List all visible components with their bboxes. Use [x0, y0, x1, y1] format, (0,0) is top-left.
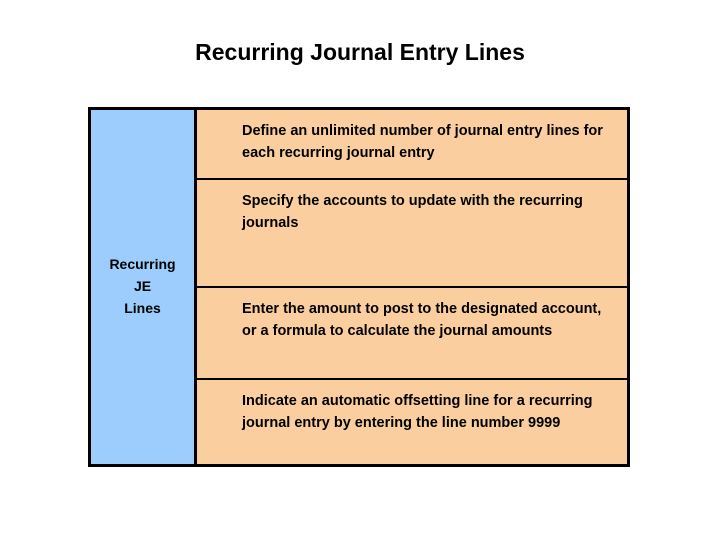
row-text: Enter the amount to post to the designat…: [242, 301, 602, 339]
diagram-label-text: Recurring JE Lines: [109, 253, 175, 321]
table-row: Define an unlimited number of journal en…: [197, 110, 627, 180]
table-row: Specify the accounts to update with the …: [197, 180, 627, 288]
diagram-label-cell: Recurring JE Lines: [91, 110, 197, 464]
row-text: Indicate an automatic offsetting line fo…: [242, 393, 593, 431]
diagram-rows-column: Define an unlimited number of journal en…: [197, 110, 627, 464]
table-row: Enter the amount to post to the designat…: [197, 288, 627, 380]
label-line-2: JE: [133, 278, 152, 294]
row-text: Specify the accounts to update with the …: [242, 193, 583, 231]
label-line-3: Lines: [124, 300, 161, 316]
page-title: Recurring Journal Entry Lines: [195, 39, 525, 65]
row-text: Define an unlimited number of journal en…: [242, 123, 603, 161]
recurring-je-lines-diagram: Recurring JE Lines Define an unlimited n…: [88, 107, 630, 467]
table-row: Indicate an automatic offsetting line fo…: [197, 380, 627, 464]
label-line-1: Recurring: [109, 256, 176, 272]
